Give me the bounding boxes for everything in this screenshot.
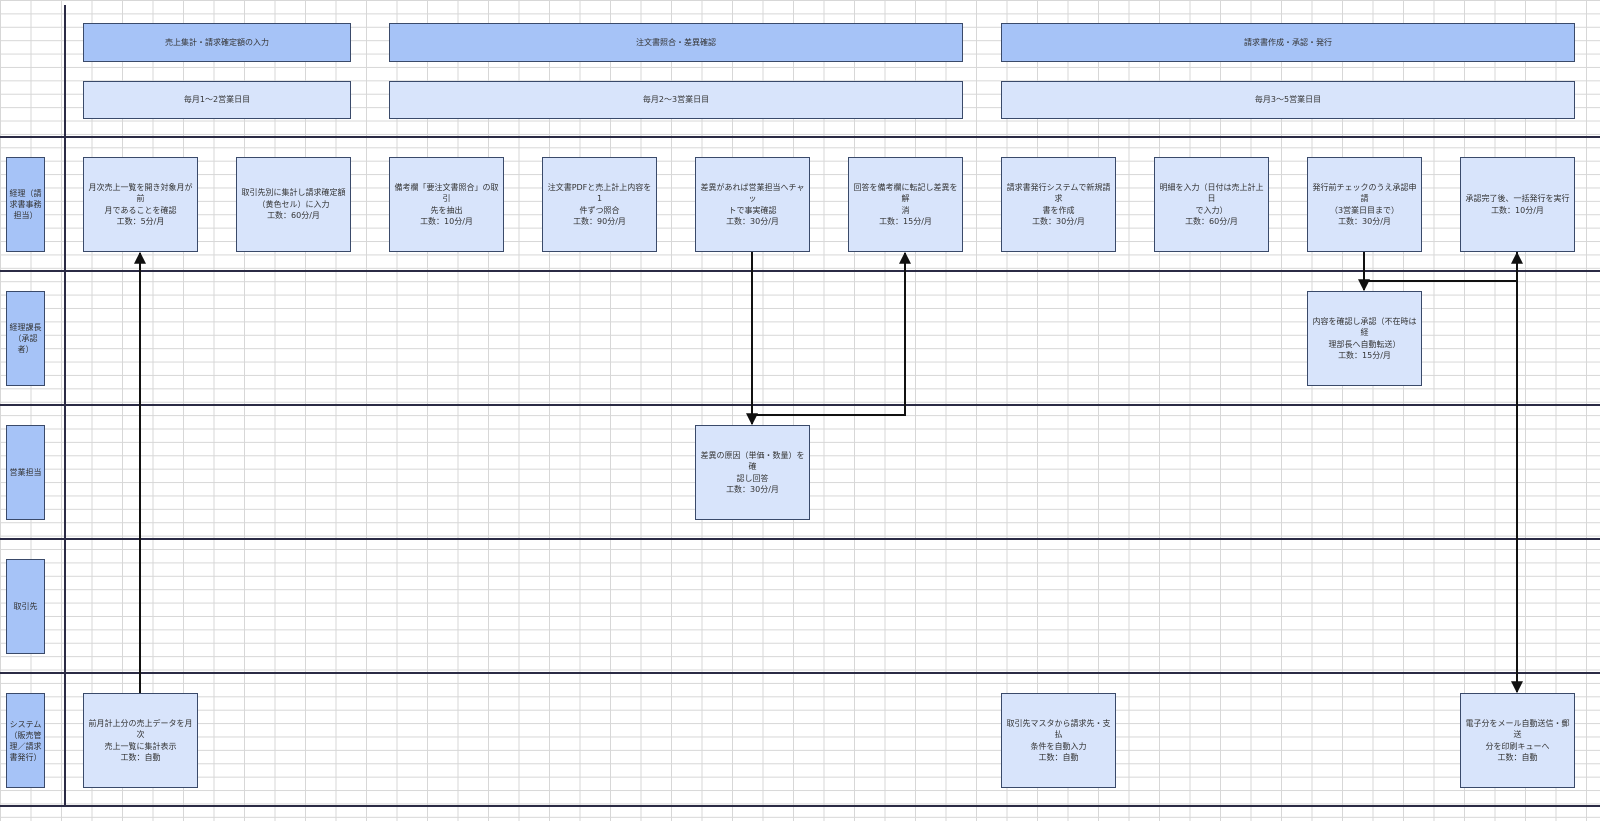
lane-separator	[0, 672, 1600, 674]
task-box: 取引先マスタから請求先・支払 条件を自動入力 工数：自動	[1001, 693, 1116, 788]
task-box: 取引先別に集計し請求確定額 （黄色セル）に入力 工数：60分/月	[236, 157, 351, 252]
task-box: 月次売上一覧を開き対象月が前 月であることを確認 工数：5分/月	[83, 157, 198, 252]
task-box: 回答を備考欄に転記し差異を解 消 工数：15分/月	[848, 157, 963, 252]
lane-label: 経理（請 求書事務 担当）	[6, 157, 45, 252]
lane-label: システム （販売管 理／請求 書発行）	[6, 693, 45, 788]
lane-separator	[0, 136, 1600, 138]
phase-period: 毎月1〜2営業日目	[83, 81, 351, 119]
lane-label: 経理課長 （承認 者）	[6, 291, 45, 386]
lane-header-divider	[64, 5, 66, 805]
lane-separator	[0, 404, 1600, 406]
task-box: 請求書発行システムで新規請求 書を作成 工数：30分/月	[1001, 157, 1116, 252]
phase-period: 毎月2〜3営業日目	[389, 81, 963, 119]
task-box: 明細を入力（日付は売上計上日 で入力） 工数：60分/月	[1154, 157, 1269, 252]
phase-header: 請求書作成・承認・発行	[1001, 23, 1575, 62]
lane-label: 営業担当	[6, 425, 45, 520]
lane-label: 取引先	[6, 559, 45, 654]
task-box: 承認完了後、一括発行を実行 工数：10分/月	[1460, 157, 1575, 252]
lane-separator	[0, 805, 1600, 807]
task-box: 注文書PDFと売上計上内容を1 件ずつ照合 工数：90分/月	[542, 157, 657, 252]
phase-header: 注文書照合・差異確認	[389, 23, 963, 62]
connector-arrow	[1364, 251, 1523, 282]
phase-header: 売上集計・請求確定額の入力	[83, 23, 351, 62]
task-box: 差異の原因（単価・数量）を確 認し回答 工数：30分/月	[695, 425, 810, 520]
task-box: 前月計上分の売上データを月次 売上一覧に集計表示 工数：自動	[83, 693, 198, 788]
lane-separator	[0, 270, 1600, 272]
connector-arrow	[752, 251, 911, 416]
task-box: 発行前チェックのうえ承認申請 （3営業日目まで） 工数：30分/月	[1307, 157, 1422, 252]
lane-separator	[0, 538, 1600, 540]
task-box: 電子分をメール自動送信・郵送 分を印刷キューへ 工数：自動	[1460, 693, 1575, 788]
task-box: 差異があれば営業担当へチャッ トで事実確認 工数：30分/月	[695, 157, 810, 252]
task-box: 内容を確認し承認（不在時は経 理部長へ自動転送） 工数：15分/月	[1307, 291, 1422, 386]
task-box: 備考欄「要注文書照合」の取引 先を抽出 工数：10分/月	[389, 157, 504, 252]
phase-period: 毎月3〜5営業日目	[1001, 81, 1575, 119]
